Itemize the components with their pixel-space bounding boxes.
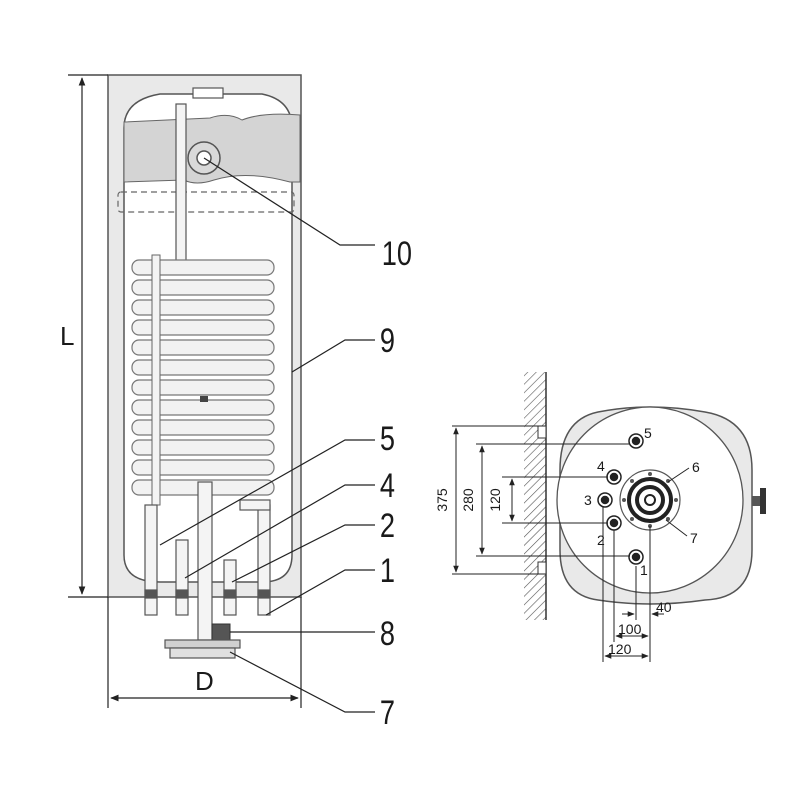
- leader-7-top: [665, 519, 688, 537]
- callout-10: 10: [382, 234, 412, 273]
- coil-center-mark: [200, 396, 208, 402]
- ports: [597, 433, 644, 565]
- leader-6: [667, 467, 690, 483]
- dimension-L: [68, 74, 108, 598]
- flange-bolts: [622, 472, 678, 528]
- top-boss: [192, 87, 224, 99]
- flange-center: [644, 494, 656, 506]
- callout-9: 9: [380, 321, 395, 360]
- port-label-4: 4: [597, 458, 605, 474]
- heat-exchanger-coil: [131, 259, 275, 496]
- base-foot-lower: [169, 647, 236, 659]
- callout-4: 4: [380, 466, 395, 505]
- vertical-dimension-lines: [452, 425, 630, 575]
- dashed-flange: [117, 191, 295, 213]
- side-knob-stem: [752, 496, 760, 506]
- wall-bracket-bottom: [537, 561, 547, 575]
- dimension-120-vertical: 120: [487, 488, 503, 512]
- dimension-120-horizontal: 120: [608, 641, 632, 657]
- wall-bracket-top: [537, 425, 547, 439]
- base-foot: [164, 639, 241, 649]
- leader-lines: [159, 157, 375, 713]
- callout-8: 8: [380, 614, 395, 653]
- port-label-2: 2: [597, 532, 605, 548]
- dimension-280: 280: [460, 488, 476, 512]
- callout-1: 1: [380, 551, 395, 590]
- callout-5: 5: [380, 419, 395, 458]
- port-label-5: 5: [644, 425, 652, 441]
- dimension-D-label: D: [195, 666, 214, 696]
- dimension-375: 375: [434, 488, 450, 512]
- callout-2: 2: [380, 506, 395, 545]
- port-label-1: 1: [640, 562, 648, 578]
- drain-valve: [211, 623, 231, 641]
- callout-7: 7: [380, 693, 395, 732]
- side-view: L D 10 9 5 4 2 1 8 7: [60, 74, 412, 732]
- wall-hatch: [524, 372, 546, 620]
- dimension-L-label: L: [60, 321, 74, 351]
- coil-riser: [151, 254, 161, 506]
- side-knob: [760, 488, 766, 514]
- anode-rod: [175, 103, 187, 265]
- port-label-6: 6: [692, 459, 700, 475]
- port-label-7: 7: [690, 530, 698, 546]
- horizontal-dimension-lines: [602, 507, 664, 662]
- top-view: 5 4 6 3 2 7 1 375 280 120: [434, 372, 766, 662]
- dimension-100: 100: [618, 621, 642, 637]
- port-label-3: 3: [584, 492, 592, 508]
- dimension-40: 40: [656, 599, 672, 615]
- bottom-pipes: [144, 481, 271, 641]
